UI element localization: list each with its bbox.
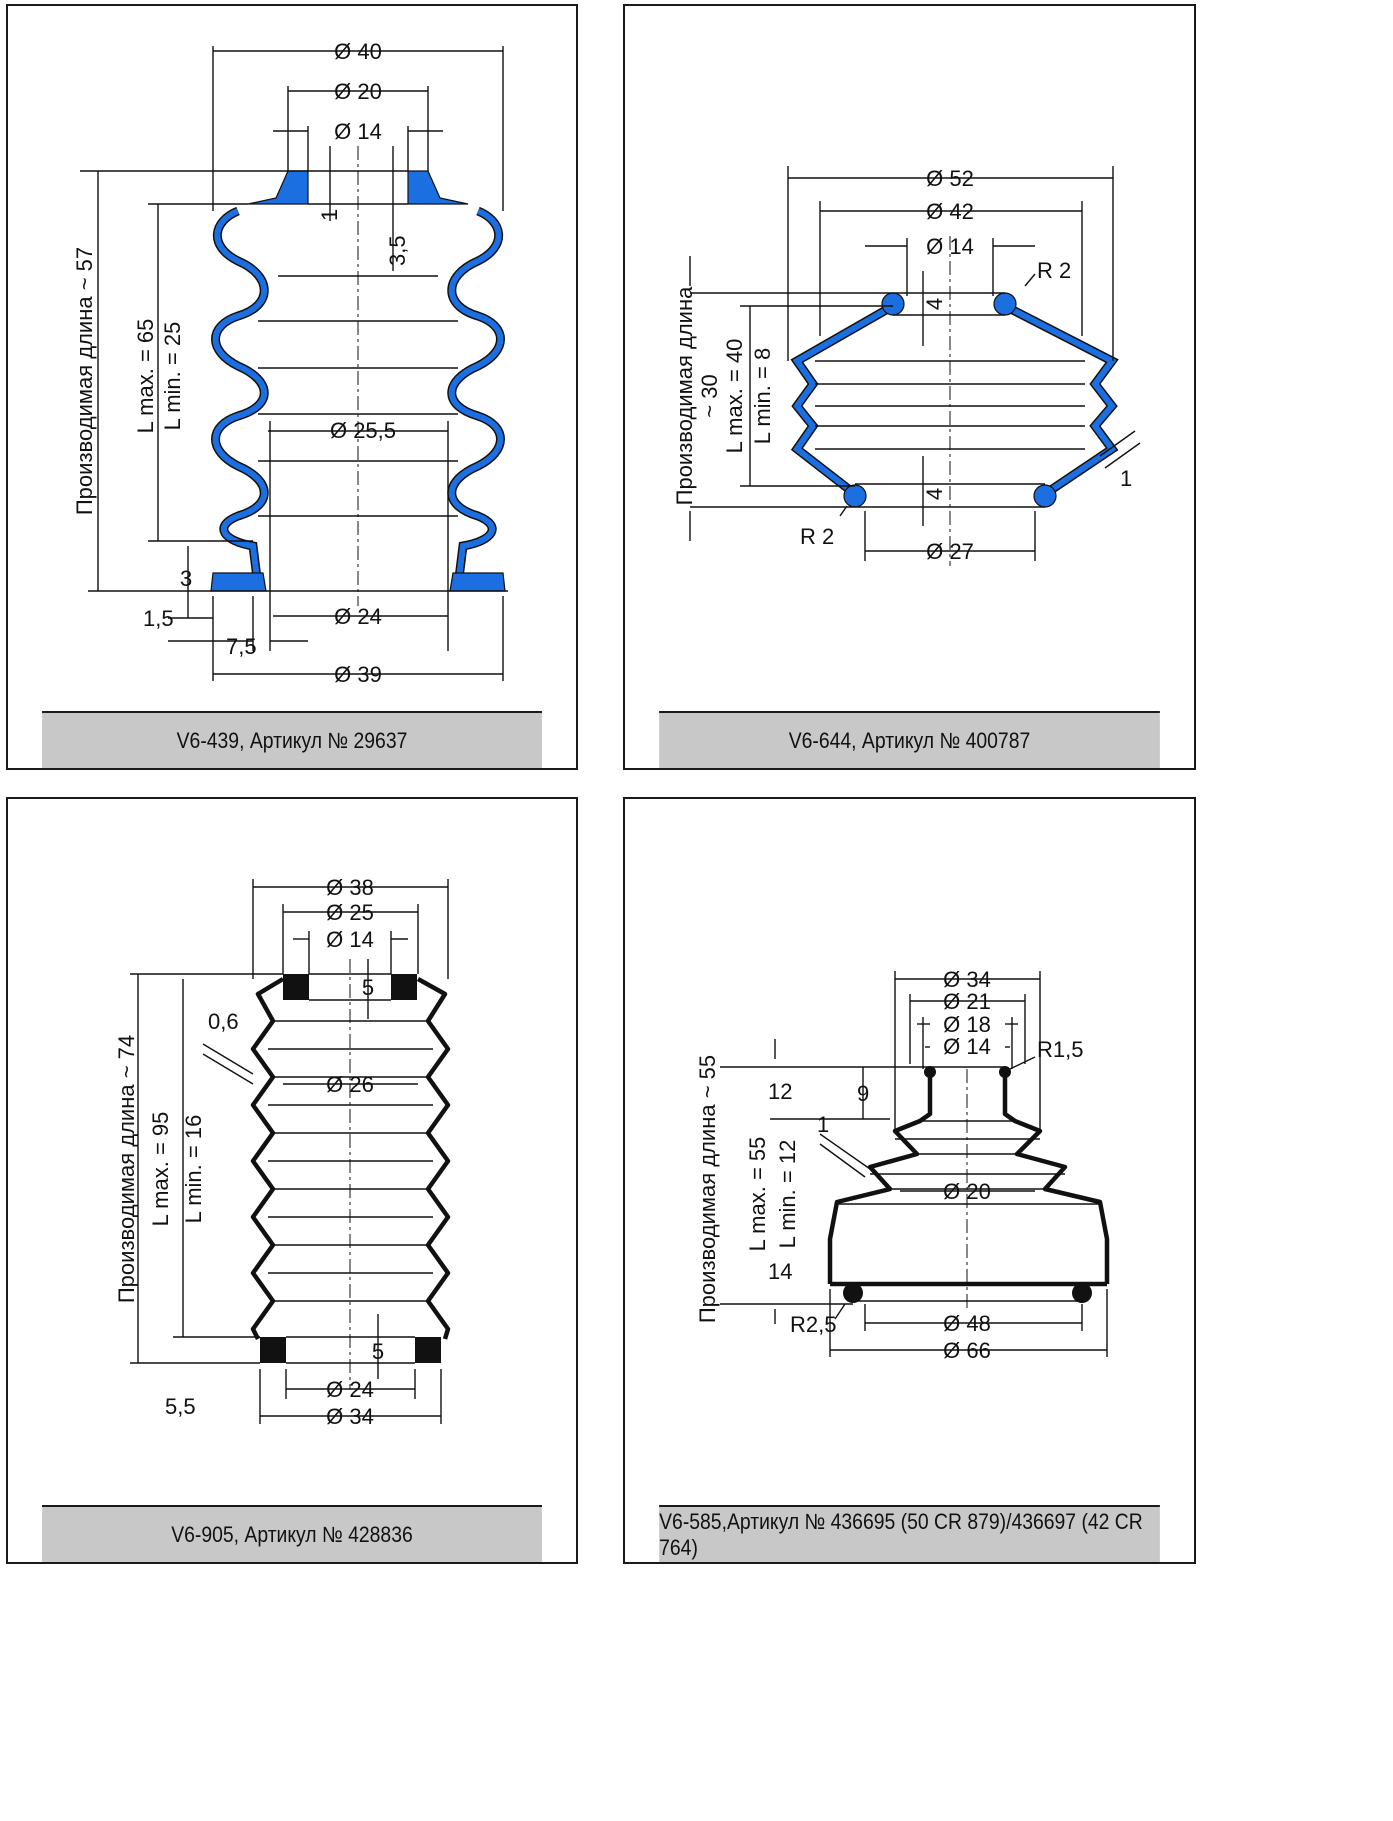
dim-d48: Ø 48 [943,1311,991,1336]
dim-d14: Ø 14 [926,234,974,259]
lmax-label: L max. = 95 [148,1112,173,1227]
lmax-label: L max. = 55 [745,1137,770,1252]
bellows-profile [790,236,1119,566]
bellows-profile [827,1066,1110,1309]
dim-d66: Ø 66 [943,1338,991,1363]
caption-v6-905: V6-905, Артикул № 428836 [42,1505,542,1562]
dim-d24: Ø 24 [334,604,382,629]
bellows-profile [88,146,508,606]
dim-d42: Ø 42 [926,199,974,224]
radius-r2-top: R 2 [1037,258,1071,283]
lmin-label: L min. = 12 [775,1140,800,1249]
dimension-lines [80,46,504,681]
dim-3: 3 [180,566,192,591]
dim-d38: Ø 38 [326,875,374,900]
dim-d20: Ø 20 [334,79,382,104]
dim-0-6: 0,6 [208,1009,239,1034]
length-label: Производимая длина ~ 57 [72,247,97,515]
drawing-v6-439: Ø 40 Ø 20 Ø 14 Ø 25,5 Ø 24 Ø 39 3 1,5 7,… [72,39,508,687]
panel-v6-585: Ø 34 Ø 21 Ø 18 Ø 14 R1,5 12 9 1 Ø 20 14 … [623,797,1196,1564]
dim-5-5: 5,5 [165,1394,196,1419]
length-value: ~ 30 [697,374,722,417]
lmin-label: L min. = 16 [181,1115,206,1224]
dim-4-top: 4 [922,298,947,310]
dim-12: 12 [768,1079,792,1104]
dim-d34: Ø 34 [943,967,991,992]
drawing-v6-585: Ø 34 Ø 21 Ø 18 Ø 14 R1,5 12 9 1 Ø 20 14 … [695,967,1110,1363]
length-label: Производимая длина [672,286,697,505]
panel-v6-644: Ø 52 Ø 42 Ø 14 Ø 27 R 2 R 2 4 4 1 Произв… [623,4,1196,770]
lmin-label: L min. = 25 [160,322,185,431]
dim-d25: Ø 25 [326,900,374,925]
dim-d24: Ø 24 [326,1377,374,1402]
dim-14: 14 [768,1259,792,1284]
dim-d20: Ø 20 [943,1179,991,1204]
bellows-profile [250,959,451,1389]
caption-v6-585: V6-585,Артикул № 436695 (50 CR 879)/4366… [659,1505,1160,1562]
dim-d39: Ø 39 [334,662,382,687]
radius-r2-bottom: R 2 [800,524,834,549]
dim-d21: Ø 21 [943,989,991,1014]
dim-d18: Ø 18 [943,1012,991,1037]
drawing-v6-644: Ø 52 Ø 42 Ø 14 Ø 27 R 2 R 2 4 4 1 Произв… [672,166,1141,566]
drawing-v6-905: Ø 38 Ø 25 Ø 14 Ø 26 Ø 24 Ø 34 5 5 0,6 5,… [114,875,451,1429]
dim-d26: Ø 26 [326,1072,374,1097]
dimension-lines [689,166,1141,561]
dim-d34: Ø 34 [326,1404,374,1429]
caption-v6-644: V6-644, Артикул № 400787 [659,711,1160,768]
dim-1: 1 [317,209,342,221]
lmax-label: L max. = 65 [133,319,158,434]
dim-d14: Ø 14 [943,1034,991,1059]
dimension-lines [720,971,1108,1357]
dim-d25-5: Ø 25,5 [330,418,396,443]
dim-3-5: 3,5 [385,235,410,266]
dimension-lines [130,879,449,1424]
dim-5-bottom: 5 [372,1339,384,1364]
dim-1-5: 1,5 [143,606,174,631]
dim-4-bottom: 4 [922,488,947,500]
radius-r1-5: R1,5 [1037,1037,1083,1062]
lmax-label: L max. = 40 [722,339,747,454]
radius-r2-5: R2,5 [790,1312,836,1337]
length-label: Производимая длина ~ 74 [114,1035,139,1303]
dim-7-5: 7,5 [226,634,257,659]
dim-d27: Ø 27 [926,539,974,564]
panel-v6-905: Ø 38 Ø 25 Ø 14 Ø 26 Ø 24 Ø 34 5 5 0,6 5,… [6,797,578,1564]
dim-d40: Ø 40 [334,39,382,64]
length-label: Производимая длина ~ 55 [695,1055,720,1323]
lmin-label: L min. = 8 [750,348,775,444]
dim-d52: Ø 52 [926,166,974,191]
dim-1: 1 [1120,466,1132,491]
dim-d14: Ø 14 [326,927,374,952]
dim-d14: Ø 14 [334,119,382,144]
dim-1: 1 [817,1112,829,1137]
panel-v6-439: Ø 40 Ø 20 Ø 14 Ø 25,5 Ø 24 Ø 39 3 1,5 7,… [6,4,578,770]
dim-9: 9 [857,1081,869,1106]
dim-5-top: 5 [362,975,374,1000]
caption-v6-439: V6-439, Артикул № 29637 [42,711,542,768]
